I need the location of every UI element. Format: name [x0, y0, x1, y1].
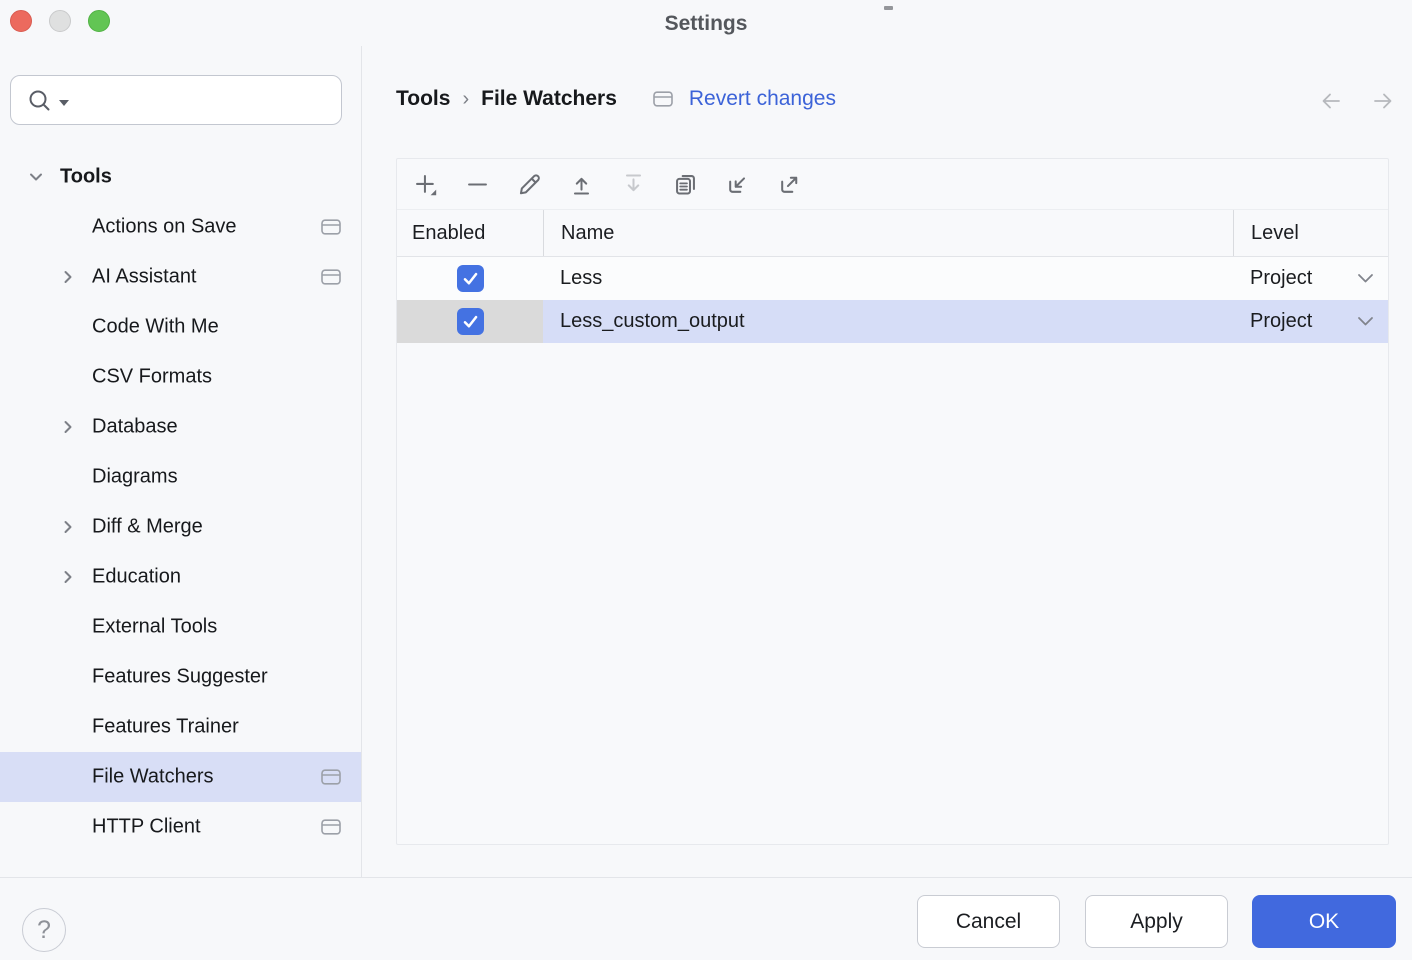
cancel-button[interactable]: Cancel	[917, 895, 1060, 948]
sidebar-item-diagrams[interactable]: Diagrams	[0, 452, 361, 502]
sidebar-divider	[361, 46, 362, 877]
search-input[interactable]	[73, 76, 333, 124]
enabled-checkbox[interactable]	[456, 308, 484, 335]
sidebar-item-diff-merge[interactable]: Diff & Merge	[0, 502, 361, 552]
checkbox-check-icon	[463, 272, 477, 285]
sidebar-item-code-with-me[interactable]: Code With Me	[0, 302, 361, 352]
enabled-checkbox[interactable]	[456, 265, 484, 292]
settings-sidebar: Tools Actions on Save AI Assistant Code …	[0, 46, 361, 877]
titlebar: Settings	[0, 0, 1412, 46]
sidebar-item-features-suggester[interactable]: Features Suggester	[0, 652, 361, 702]
sidebar-item-label: Diff & Merge	[92, 515, 203, 538]
remove-icon[interactable]	[459, 166, 495, 202]
sidebar-item-features-trainer[interactable]: Features Trainer	[0, 702, 361, 752]
chevron-right-icon[interactable]	[58, 267, 78, 287]
column-header-enabled[interactable]: Enabled	[412, 221, 486, 244]
sidebar-item-database[interactable]: Database	[0, 402, 361, 452]
minimize-window-button[interactable]	[49, 10, 71, 32]
sidebar-item-file-watchers[interactable]: File Watchers	[0, 752, 361, 802]
column-header-name[interactable]: Name	[543, 210, 1233, 256]
chevron-down-icon[interactable]	[26, 167, 46, 187]
footer-divider	[0, 877, 1412, 878]
export-icon[interactable]	[771, 166, 807, 202]
move-up-icon[interactable]	[563, 166, 599, 202]
back-arrow-icon[interactable]	[1318, 88, 1344, 114]
chevron-right-icon[interactable]	[58, 417, 78, 437]
help-button[interactable]: ?	[22, 908, 66, 952]
edit-icon[interactable]	[511, 166, 547, 202]
checkbox-check-icon	[463, 315, 477, 328]
search-box[interactable]	[10, 75, 342, 125]
column-header-level[interactable]: Level	[1233, 210, 1388, 256]
watcher-name[interactable]: Less_custom_output	[543, 300, 1233, 343]
sidebar-item-label: Education	[92, 565, 181, 588]
chevron-right-icon[interactable]	[58, 517, 78, 537]
watcher-level[interactable]: Project	[1250, 267, 1313, 289]
sidebar-item-label: Tools	[60, 165, 112, 188]
sidebar-item-csv-formats[interactable]: CSV Formats	[0, 352, 361, 402]
card-icon	[321, 269, 341, 285]
card-icon	[321, 769, 341, 785]
page-title: File Watchers	[481, 87, 617, 110]
breadcrumb: Tools › File Watchers Revert changes	[396, 76, 836, 122]
sidebar-item-label: File Watchers	[92, 765, 214, 788]
table-row[interactable]: Less Project	[397, 257, 1388, 300]
chevron-right-icon[interactable]	[58, 567, 78, 587]
sidebar-item-actions-on-save[interactable]: Actions on Save	[0, 202, 361, 252]
ok-button[interactable]: OK	[1252, 895, 1396, 948]
search-icon	[27, 88, 53, 114]
sidebar-item-label: Diagrams	[92, 465, 178, 488]
sidebar-item-label: Actions on Save	[92, 215, 237, 238]
table-header: Enabled Name Level	[397, 210, 1388, 257]
sidebar-item-external-tools[interactable]: External Tools	[0, 602, 361, 652]
watcher-name[interactable]: Less	[543, 257, 1233, 300]
sidebar-item-label: HTTP Client	[92, 815, 201, 838]
screen-artifact	[884, 6, 893, 10]
sidebar-item-ai-assistant[interactable]: AI Assistant	[0, 252, 361, 302]
sidebar-item-label: AI Assistant	[92, 265, 197, 288]
sidebar-item-education[interactable]: Education	[0, 552, 361, 602]
sidebar-item-label: CSV Formats	[92, 365, 213, 388]
card-icon	[321, 819, 341, 835]
table-row[interactable]: Less_custom_output Project	[397, 300, 1388, 343]
history-navigation	[1318, 88, 1396, 114]
watcher-level[interactable]: Project	[1250, 310, 1313, 332]
forward-arrow-icon[interactable]	[1370, 88, 1396, 114]
chevron-down-icon[interactable]	[1357, 316, 1374, 327]
breadcrumb-separator-icon: ›	[462, 87, 470, 110]
apply-button[interactable]: Apply	[1085, 895, 1228, 948]
file-watchers-panel: Enabled Name Level Less Project	[396, 158, 1389, 845]
breadcrumb-tools[interactable]: Tools	[396, 87, 451, 110]
move-down-icon[interactable]	[615, 166, 651, 202]
sidebar-item-label: External Tools	[92, 615, 218, 638]
import-icon[interactable]	[719, 166, 755, 202]
window-title: Settings	[664, 12, 748, 35]
watchers-toolbar	[397, 159, 1388, 210]
sidebar-item-label: Database	[92, 415, 178, 438]
sidebar-item-label: Features Trainer	[92, 715, 239, 738]
sidebar-item-http-client[interactable]: HTTP Client	[0, 802, 361, 852]
card-icon	[321, 219, 341, 235]
sidebar-item-label: Features Suggester	[92, 665, 268, 688]
sidebar-item-label: Code With Me	[92, 315, 219, 338]
duplicate-icon[interactable]	[667, 166, 703, 202]
close-window-button[interactable]	[10, 10, 32, 32]
settings-tree: Tools Actions on Save AI Assistant Code …	[0, 152, 361, 852]
chevron-down-icon[interactable]	[1357, 273, 1374, 284]
add-icon[interactable]	[407, 166, 443, 202]
sidebar-item-tools[interactable]: Tools	[0, 152, 361, 202]
zoom-window-button[interactable]	[88, 10, 110, 32]
card-icon	[653, 91, 673, 107]
revert-changes-link[interactable]: Revert changes	[688, 87, 836, 110]
search-options-caret-icon[interactable]	[59, 100, 69, 106]
